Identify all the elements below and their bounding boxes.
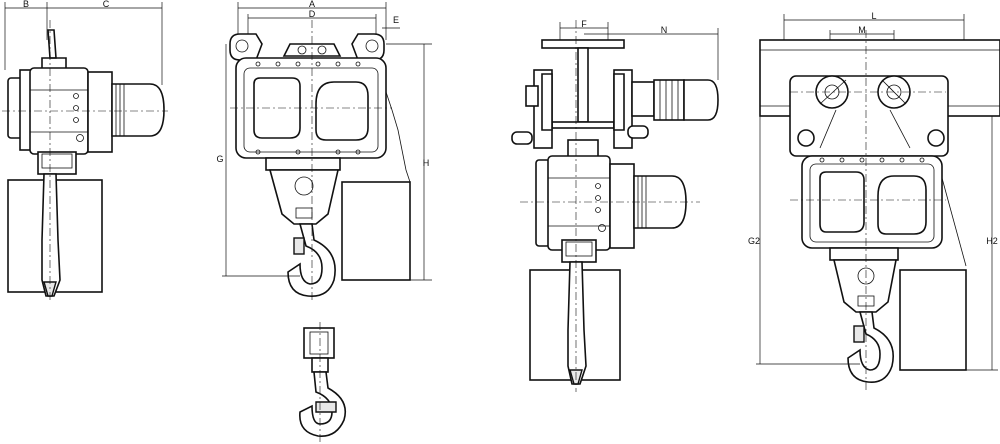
view-hook-detail	[299, 322, 347, 444]
dim-label-g2: G2	[748, 236, 760, 246]
dim-label-b: B	[23, 0, 29, 9]
view-side-trolley: F N	[511, 19, 719, 392]
dim-label-h2: H2	[986, 236, 998, 246]
view-front-fixed: A D E G	[216, 0, 432, 300]
dim-label-e: E	[393, 15, 399, 25]
dim-label-c: C	[103, 0, 110, 9]
dim-label-l: L	[871, 11, 876, 21]
view-side-fixed: B C	[2, 0, 168, 300]
view-front-trolley: L M	[748, 11, 1000, 390]
dim-label-f: F	[581, 19, 587, 29]
dim-label-d: D	[309, 9, 316, 19]
dim-label-g: G	[216, 154, 223, 164]
dim-label-n: N	[661, 25, 668, 35]
dim-label-m: M	[858, 25, 866, 35]
dim-label-a: A	[309, 0, 315, 9]
dim-label-h: H	[423, 158, 430, 168]
